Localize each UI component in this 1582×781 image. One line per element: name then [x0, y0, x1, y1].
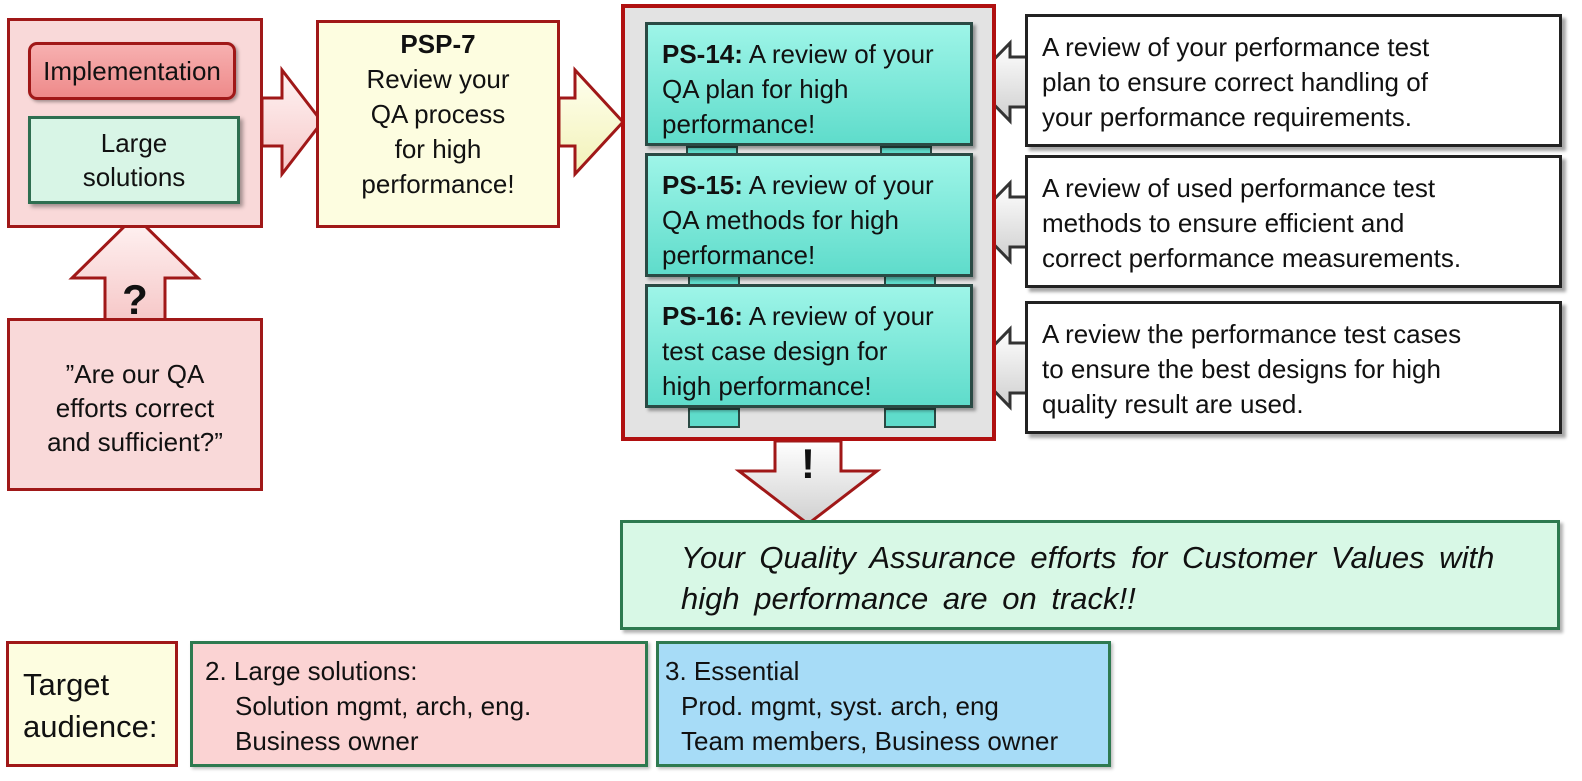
implementation-box: Implementation [28, 42, 236, 100]
description-box-1: A review of your performance test plan t… [1025, 14, 1562, 147]
target-audience-label: Target audience: [6, 641, 178, 767]
ps-16-line2: test case design for [662, 336, 888, 366]
desc3-line1: A review the performance test cases [1042, 319, 1462, 349]
psp-line4: performance! [361, 169, 515, 199]
large-solutions-line2: solutions [82, 162, 186, 192]
question-line3: and sufficient?” [47, 427, 223, 457]
ps-16-id: PS-16: [662, 301, 743, 331]
arrow-psp-to-ps [557, 66, 626, 178]
description-box-2: A review of used performance test method… [1025, 155, 1562, 288]
ps-16-line3: high performance! [662, 371, 872, 401]
ps-14-line3: performance! [662, 109, 816, 139]
desc2-line1: A review of used performance test [1042, 173, 1436, 203]
psp-line1: Review your [366, 64, 510, 94]
desc1-line3: your performance requirements. [1042, 102, 1412, 132]
arrow-ps-to-result [734, 439, 882, 526]
audience-large-line2: Business owner [235, 726, 419, 756]
arrow-input-to-psp [260, 65, 324, 179]
psp-line3: for high [394, 134, 482, 164]
connector-peg [688, 408, 740, 428]
audience-large-heading: 2. Large solutions: [205, 656, 418, 686]
connector-peg [884, 408, 936, 428]
ps-15-line1: A review of your [748, 170, 934, 200]
question-line1: ”Are our QA [65, 359, 205, 389]
audience-large-solutions: 2. Large solutions: Solution mgmt, arch,… [190, 641, 648, 767]
ps-15-id: PS-15: [662, 170, 743, 200]
description-box-3: A review the performance test cases to e… [1025, 301, 1562, 434]
psp-line2: QA process [370, 99, 506, 129]
desc1-line2: plan to ensure correct handling of [1042, 67, 1428, 97]
result-line1: Your Quality Assurance efforts for Custo… [681, 540, 1495, 575]
result-box: Your Quality Assurance efforts for Custo… [620, 520, 1560, 630]
large-solutions-box: Large solutions [28, 116, 240, 204]
ps-16-box: PS-16: A review of your test case design… [645, 284, 973, 408]
ps-14-id: PS-14: [662, 39, 743, 69]
question-mark: ? [122, 276, 148, 323]
ps-15-box: PS-15: A review of your QA methods for h… [645, 153, 973, 277]
psp-7-box: PSP-7 Review your QA process for high pe… [316, 20, 560, 228]
large-solutions-line1: Large [100, 128, 168, 158]
result-line2: high performance are on track!! [681, 581, 1136, 616]
arrow-question-up [68, 213, 202, 322]
ps-14-line2: QA plan for high [662, 74, 849, 104]
exclamation-mark: ! [801, 440, 815, 487]
ps-16-line1: A review of your [748, 301, 934, 331]
target-label-line2: audience: [23, 709, 158, 744]
desc2-line3: correct performance measurements. [1042, 243, 1462, 273]
ps-15-line3: performance! [662, 240, 816, 270]
audience-essential-line2: Team members, Business owner [681, 726, 1059, 756]
psp-title: PSP-7 [400, 29, 476, 59]
audience-essential-line1: Prod. mgmt, syst. arch, eng [681, 691, 999, 721]
ps-14-line1: A review of your [748, 39, 934, 69]
ps-15-line2: QA methods for high [662, 205, 900, 235]
question-box: ”Are our QA efforts correct and sufficie… [7, 318, 263, 491]
desc1-line1: A review of your performance test [1042, 32, 1430, 62]
audience-essential: 3. Essential Prod. mgmt, syst. arch, eng… [656, 641, 1111, 767]
desc2-line2: methods to ensure efficient and [1042, 208, 1405, 238]
audience-large-line1: Solution mgmt, arch, eng. [235, 691, 532, 721]
question-line2: efforts correct [55, 393, 215, 423]
target-label-line1: Target [23, 667, 110, 702]
desc3-line2: to ensure the best designs for high [1042, 354, 1441, 384]
desc3-line3: quality result are used. [1042, 389, 1304, 419]
audience-essential-heading: 3. Essential [665, 656, 800, 686]
ps-14-box: PS-14: A review of your QA plan for high… [645, 22, 973, 146]
